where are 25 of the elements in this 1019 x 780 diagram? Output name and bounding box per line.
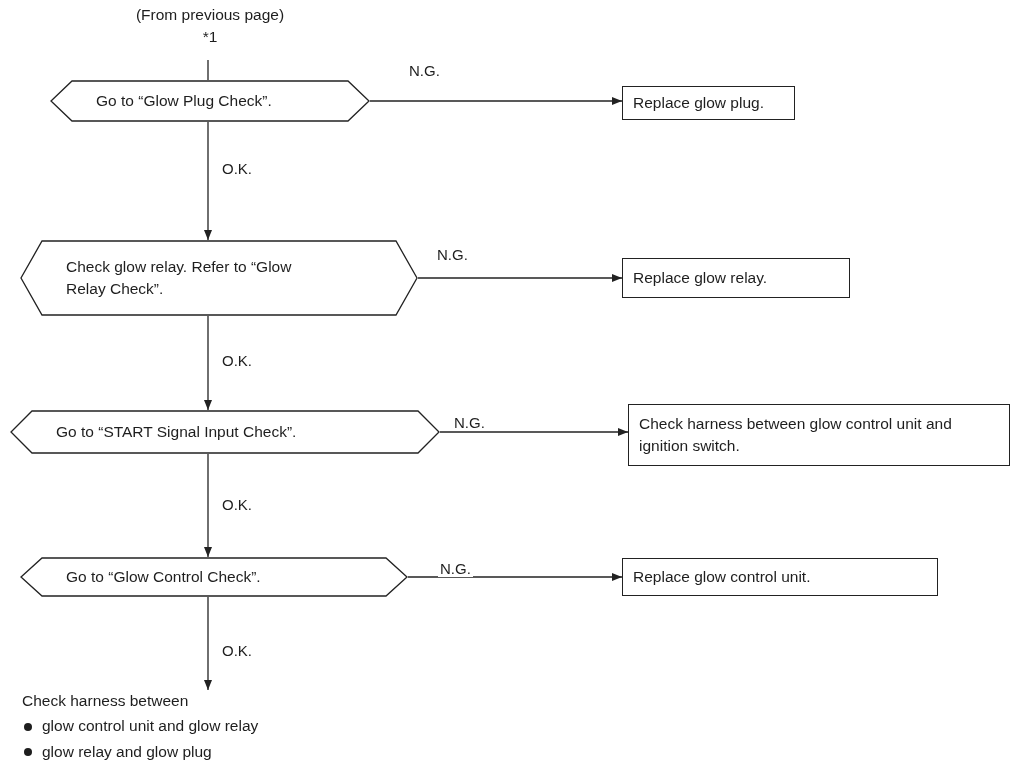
action-box: Replace glow relay. (622, 258, 850, 298)
reference-mark: *1 (202, 27, 218, 48)
action-box: Replace glow control unit. (622, 558, 938, 596)
result-text: Check harness between (22, 691, 190, 711)
connector-arrow (439, 428, 629, 436)
connector-arrow (204, 121, 212, 241)
step-text: Go to “Glow Control Check”. (66, 566, 261, 587)
connector-arrow (204, 315, 212, 411)
connector-arrow (369, 97, 623, 105)
list-item: glow relay and glow plug (42, 741, 212, 762)
step-text: Check glow relay. Refer to “Glow Relay Check”. (66, 256, 293, 299)
step-text: Go to “START Signal Input Check”. (56, 421, 297, 442)
connector-arrow (204, 596, 212, 691)
connector-arrow (407, 573, 623, 581)
decision-hexagon (50, 80, 370, 122)
decision-hexagon (10, 410, 440, 454)
decision-hexagon (20, 240, 418, 316)
step-text: Go to “Glow Plug Check”. (96, 90, 272, 111)
list-item: glow control unit and glow relay (42, 716, 259, 737)
note-text: (From previous page) (135, 5, 285, 25)
connector-arrow (417, 274, 623, 282)
action-box: Check harness between glow control unit and ignition switch. (628, 404, 1010, 466)
connector-arrow (204, 453, 212, 558)
action-box: Replace glow plug. (622, 86, 795, 120)
decision-hexagon (20, 557, 408, 597)
